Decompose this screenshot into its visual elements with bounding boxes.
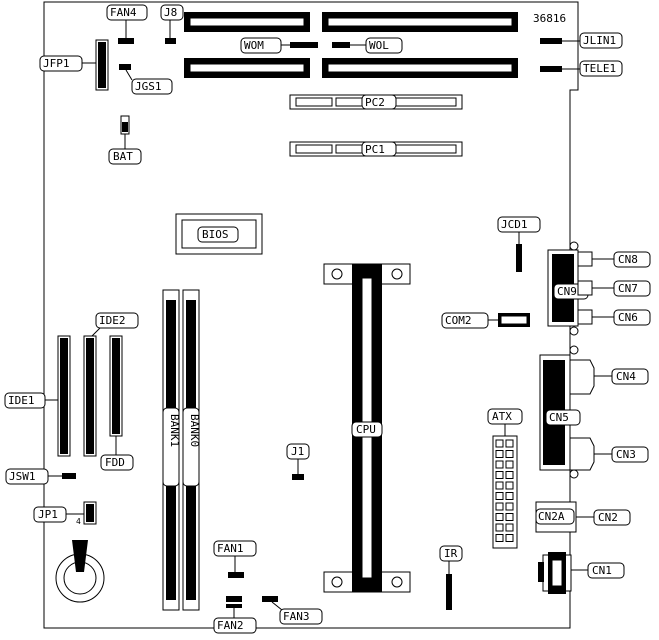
ir-header — [446, 574, 452, 610]
label-pc1: PC1 — [365, 143, 385, 156]
label-jfp1: JFP1 — [43, 57, 70, 70]
label-ir: IR — [444, 547, 458, 560]
label-pc2: PC2 — [365, 96, 385, 109]
jgs1-header — [119, 64, 131, 70]
cn7-jack — [577, 280, 593, 296]
atx-pin — [505, 450, 514, 458]
label-jlin1: JLIN1 — [583, 34, 616, 47]
label-wol: WOL — [369, 39, 389, 52]
label-cn1: CN1 — [592, 564, 612, 577]
atx-pin — [505, 534, 514, 542]
label-cn9: CN9 — [557, 285, 577, 298]
label-jp1: JP1 — [38, 508, 58, 521]
label-cn5: CN5 — [549, 411, 569, 424]
fan3-header — [262, 596, 278, 602]
label-fan4: FAN4 — [110, 6, 137, 19]
fan4-header — [118, 38, 134, 44]
label-fan1: FAN1 — [217, 542, 244, 555]
jcd1-header — [516, 244, 522, 272]
label-fdd: FDD — [105, 456, 125, 469]
pci-slots: PC2 PC1 — [289, 94, 463, 157]
board-id: 36816 — [533, 12, 566, 25]
fan1-header — [228, 572, 244, 578]
label-cpu: CPU — [356, 423, 376, 436]
atx-pin — [495, 439, 504, 448]
atx-pin — [505, 523, 514, 532]
memory-banks: BANK1 BANK0 — [162, 289, 201, 611]
label-cn3: CN3 — [616, 448, 636, 461]
label-bios: BIOS — [202, 228, 229, 241]
atx-pin — [495, 460, 504, 469]
board-outline — [43, 1, 579, 629]
atx-pin — [495, 492, 504, 500]
label-bank1: BANK1 — [168, 414, 181, 447]
label-jcd1: JCD1 — [501, 218, 528, 231]
label-cn6: CN6 — [618, 311, 638, 324]
label-cn8: CN8 — [618, 253, 638, 266]
atx-pin — [495, 513, 504, 521]
label-jsw1: JSW1 — [9, 470, 36, 483]
j8-header — [165, 38, 176, 44]
label-cn7: CN7 — [618, 282, 638, 295]
label-ide1: IDE1 — [8, 394, 35, 407]
label-cn2: CN2 — [598, 511, 618, 524]
cpu-slot: CPU — [323, 263, 411, 593]
cn3-port — [569, 437, 595, 471]
atx-pin — [495, 471, 504, 479]
label-com2: COM2 — [445, 314, 472, 327]
atx-pin — [505, 481, 514, 490]
j1-header — [292, 474, 304, 480]
cn8-jack — [577, 251, 593, 267]
label-fan2: FAN2 — [217, 619, 244, 632]
wol-header — [332, 42, 350, 48]
cn6-jack — [577, 309, 593, 325]
atx-pin — [505, 439, 514, 448]
isa-slots — [184, 12, 518, 78]
atx-pin — [505, 460, 514, 469]
cn4-port — [569, 359, 595, 395]
atx-pin — [505, 492, 514, 500]
atx-pin — [505, 471, 514, 479]
wom-header — [290, 42, 318, 48]
label-cn2a: CN2A — [538, 510, 565, 523]
jlin1-header — [540, 38, 562, 44]
atx-pin — [495, 523, 504, 532]
label-tele1: TELE1 — [583, 62, 616, 75]
label-cn4: CN4 — [616, 370, 636, 383]
atx-pin — [505, 513, 514, 521]
label-wom: WOM — [244, 39, 264, 52]
label-j8: J8 — [164, 6, 177, 19]
atx-pin — [495, 502, 504, 511]
label-atx: ATX — [492, 410, 512, 423]
atx-pin — [495, 481, 504, 490]
fan2-header — [226, 596, 242, 602]
jp1-pin-number: 4 — [76, 517, 81, 526]
atx-pin — [495, 450, 504, 458]
jsw1-header — [62, 473, 76, 479]
atx-pin — [495, 534, 504, 542]
atx-pin — [505, 502, 514, 511]
label-j1: J1 — [291, 445, 304, 458]
label-fan3: FAN3 — [283, 610, 310, 623]
label-ide2: IDE2 — [99, 314, 126, 327]
label-bank0: BANK0 — [188, 414, 201, 447]
label-jgs1: JGS1 — [135, 80, 162, 93]
tele1-header — [540, 66, 562, 72]
label-bat: BAT — [113, 150, 133, 163]
